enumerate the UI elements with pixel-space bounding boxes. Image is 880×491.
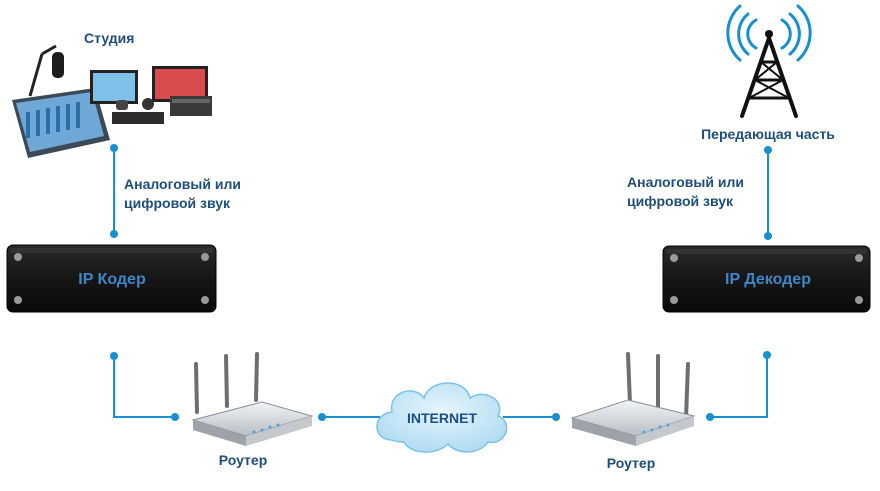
connector-dot — [110, 230, 118, 238]
screw-icon — [201, 253, 209, 261]
connector-dot — [318, 413, 326, 421]
screw-icon — [670, 254, 678, 262]
ip-decoder-box: IP Декодер — [662, 245, 871, 313]
connector-dot — [764, 146, 772, 154]
connector-dot — [171, 413, 179, 421]
screw-icon — [14, 296, 22, 304]
wifi-router-icon — [191, 352, 314, 446]
radio-tower-icon — [726, 4, 812, 118]
router-right-label: Роутер — [607, 455, 656, 471]
audio-label-right-line1: Аналоговый или — [627, 174, 744, 190]
audio-label-right-line2: цифровой звук — [627, 193, 734, 209]
screw-icon — [855, 254, 863, 262]
router-left: Роутер — [191, 352, 314, 468]
studio-label: Студия — [84, 30, 134, 46]
screw-icon — [670, 296, 678, 304]
wifi-router-icon — [570, 352, 696, 446]
audio-label-left-line1: Аналоговый или — [124, 176, 241, 192]
studio-equipment-icon — [12, 44, 212, 158]
transmitter-label: Передающая часть — [701, 126, 835, 142]
decoder-router-wire — [710, 355, 768, 418]
internet-label: INTERNET — [407, 410, 477, 426]
connector-dot — [706, 413, 714, 421]
audio-label-left-line2: цифровой звук — [124, 195, 231, 211]
connector-dot — [110, 352, 118, 360]
router-right: Роутер — [570, 352, 696, 471]
screw-icon — [201, 296, 209, 304]
connector-dot — [764, 232, 772, 240]
screw-icon — [855, 296, 863, 304]
cloud-icon — [376, 382, 508, 453]
screw-icon — [14, 253, 22, 261]
connector-dot — [110, 144, 118, 152]
encoder-label: IP Кодер — [78, 271, 146, 288]
connector-dot — [552, 413, 560, 421]
internet-cloud: INTERNET — [376, 382, 508, 453]
ip-encoder-box: IP Кодер — [6, 244, 217, 313]
encoder-router-wire — [113, 356, 175, 418]
router-left-label: Роутер — [219, 452, 268, 468]
connector-dot — [763, 351, 771, 359]
decoder-label: IP Декодер — [725, 271, 811, 288]
